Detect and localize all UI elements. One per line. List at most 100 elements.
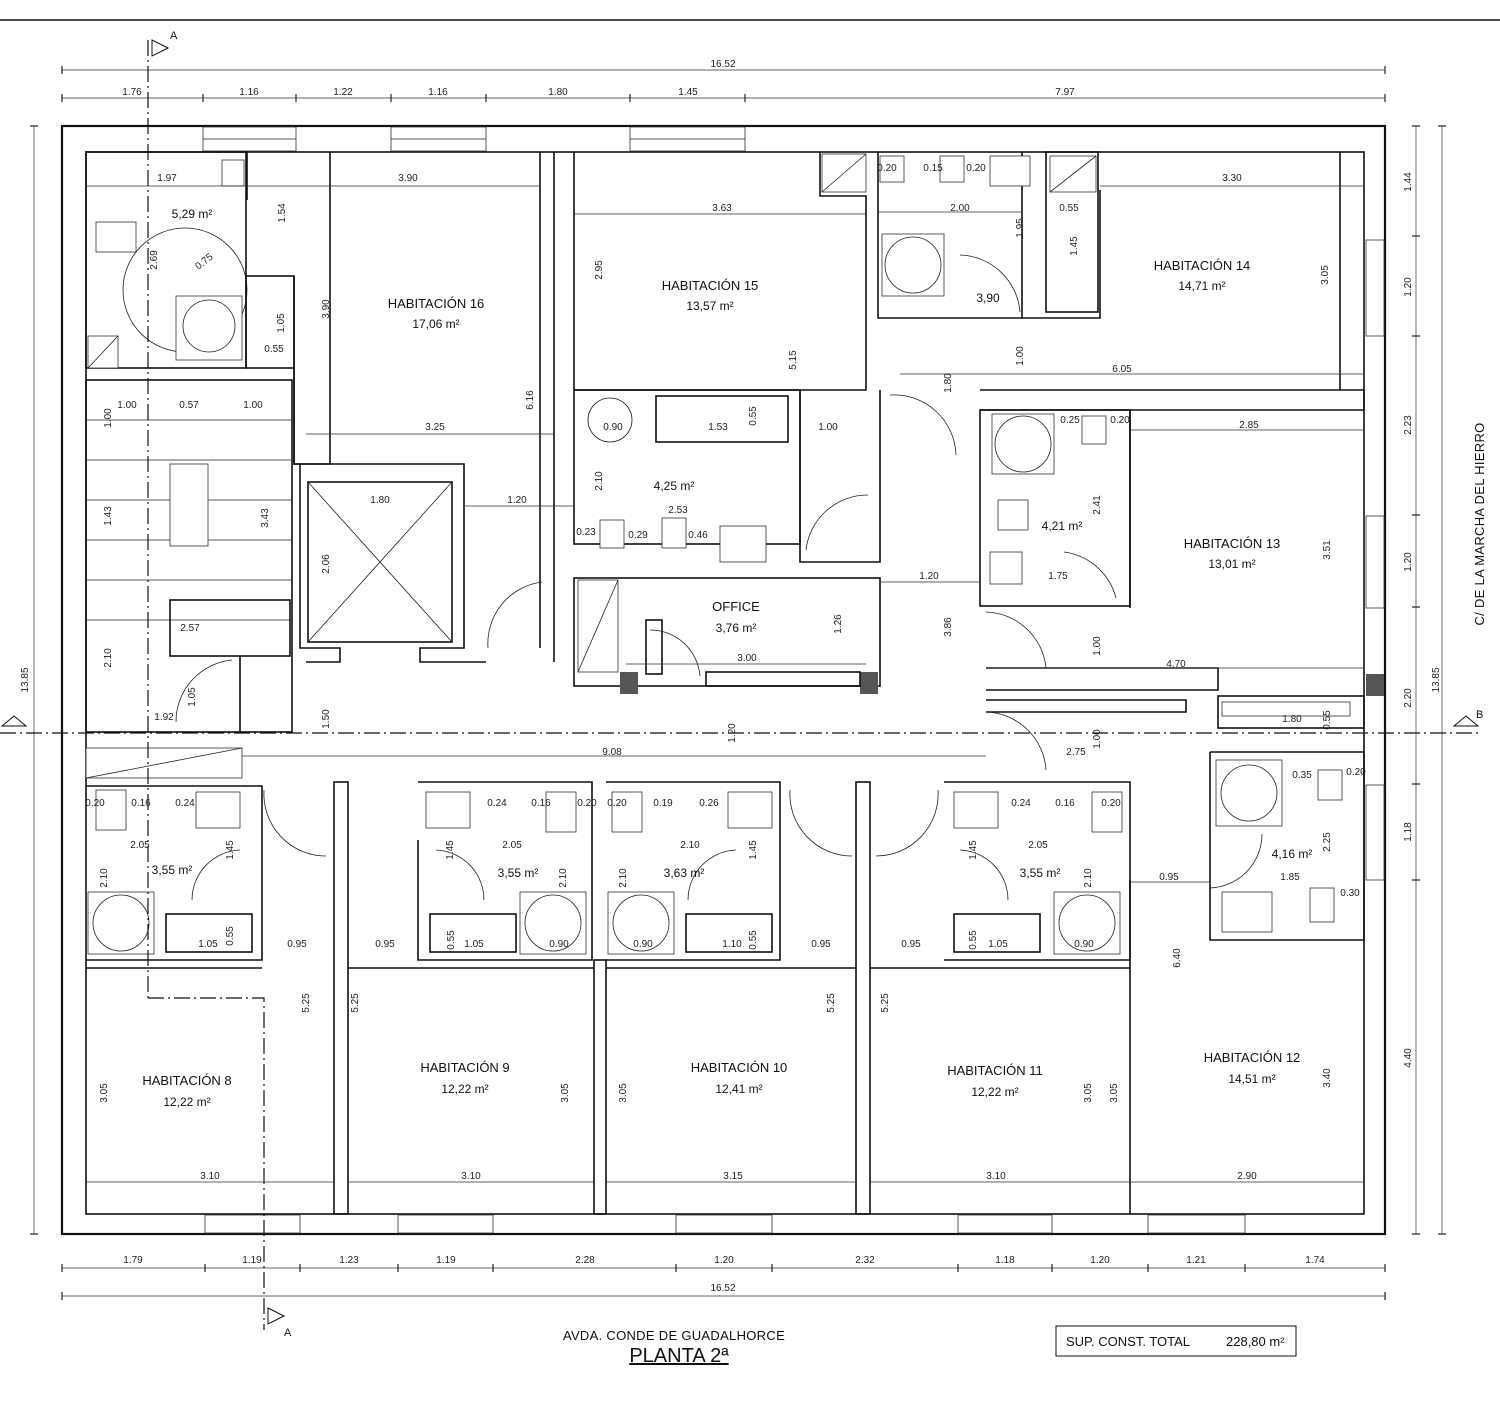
- dim-inner: 1.20: [507, 495, 527, 506]
- dim-inner: 3.00: [737, 653, 757, 664]
- dim-inner: 1.05: [187, 687, 198, 707]
- dim-inner: 2.57: [180, 623, 200, 634]
- dim-inner: 0.20: [85, 798, 105, 809]
- dim-inner: 2.41: [1092, 495, 1103, 515]
- zone-hab16: [85, 151, 555, 663]
- dim-inner: 0.16: [131, 798, 151, 809]
- dim-inner: 0.24: [487, 798, 507, 809]
- dim-inner: 1.95: [1015, 218, 1026, 238]
- dim-top-5: 1.80: [548, 87, 568, 98]
- dim-inner: 5.15: [788, 350, 799, 370]
- summary-box: SUP. CONST. TOTAL 228,80 m²: [1055, 1325, 1297, 1357]
- dim-top-3: 1.22: [333, 87, 353, 98]
- dim-inner: 1.53: [708, 422, 728, 433]
- dim-inner: 1.54: [277, 203, 288, 223]
- dim-inner: 1.43: [103, 506, 114, 526]
- dim-bottom-1: 1.79: [123, 1255, 143, 1266]
- hab15-name: HABITACIÓN 15: [662, 278, 759, 293]
- dim-inner: 0.55: [748, 930, 759, 950]
- dim-inner: 0.95: [1159, 872, 1179, 883]
- dim-top-total: 16.52: [710, 59, 735, 70]
- dim-inner: 3.90: [398, 173, 418, 184]
- dim-inner: 1.26: [833, 614, 844, 634]
- summary-value: 228,80 m²: [1226, 1334, 1285, 1349]
- hab14-name: HABITACIÓN 14: [1154, 258, 1251, 273]
- room-labels: HABITACIÓN 16 17,06 m² HABITACIÓN 15 13,…: [142, 207, 1312, 1109]
- section-label-a-bottom: A: [284, 1327, 292, 1339]
- dim-inner: 1.45: [968, 840, 979, 860]
- right-dimensions: 1.44 1.20 2.23 1.20 2.20 1.18 4.40 13.85: [1403, 125, 1446, 1235]
- hab8-area: 12,22 m²: [163, 1095, 210, 1109]
- zone-hab13: [979, 409, 1219, 713]
- bath9-area: 3,55 m²: [498, 866, 539, 880]
- dim-inner: 1.05: [276, 313, 287, 333]
- dim-inner: 1.05: [464, 939, 484, 950]
- dim-inner: 0.95: [375, 939, 395, 950]
- office-name: OFFICE: [712, 599, 760, 614]
- dim-bottom-9: 1.20: [1090, 1255, 1110, 1266]
- dim-inner: 2.00: [950, 203, 970, 214]
- dim-inner: 0.95: [287, 939, 307, 950]
- dim-inner: 6.40: [1172, 948, 1183, 968]
- bath11-area: 3,55 m²: [1020, 866, 1061, 880]
- hab10-name: HABITACIÓN 10: [691, 1060, 788, 1075]
- dim-inner: 1.20: [919, 571, 939, 582]
- dim-inner: 0.90: [1074, 939, 1094, 950]
- dim-inner: 2.69: [149, 250, 160, 270]
- dim-inner: 1.00: [1092, 636, 1103, 656]
- street-right-label: C/ DE LA MARCHA DEL HIERRO: [1472, 422, 1487, 625]
- dim-inner: 5.25: [350, 993, 361, 1013]
- dim-inner: 0.55: [1059, 203, 1079, 214]
- dim-inner: 1.00: [243, 400, 263, 411]
- dim-inner: 0.55: [748, 406, 759, 426]
- dim-inner: 0.57: [179, 400, 199, 411]
- dim-inner: 3.05: [1083, 1083, 1094, 1103]
- summary-label: SUP. CONST. TOTAL: [1066, 1334, 1190, 1349]
- hab9-name: HABITACIÓN 9: [420, 1060, 509, 1075]
- dim-inner: 0.55: [264, 344, 284, 355]
- office-area: 3,76 m²: [716, 621, 757, 635]
- south-rooms: [86, 781, 1131, 1215]
- dim-bottom-3: 1.23: [339, 1255, 359, 1266]
- dim-inner: 2.10: [103, 648, 114, 668]
- hab15-area: 13,57 m²: [686, 299, 733, 313]
- dim-inner: 0.24: [175, 798, 195, 809]
- hab16-name: HABITACIÓN 16: [388, 296, 485, 311]
- dim-bottom-6: 1.20: [714, 1255, 734, 1266]
- dim-inner: 3.05: [560, 1083, 571, 1103]
- dim-inner: 4.70: [1166, 659, 1186, 670]
- drawing-title: PLANTA 2ª: [629, 1345, 729, 1367]
- dim-inner: 1.80: [370, 495, 390, 506]
- dim-inner: 2.85: [1239, 420, 1259, 431]
- dim-top-1: 1.76: [122, 87, 142, 98]
- dim-inner: 0.29: [628, 530, 648, 541]
- dim-inner: 1.92: [154, 712, 174, 723]
- dim-inner: 3.10: [200, 1171, 220, 1182]
- hab11-area: 12,22 m²: [971, 1085, 1018, 1099]
- dim-inner: 0.95: [901, 939, 921, 950]
- dim-inner: 2.10: [594, 471, 605, 491]
- dim-right-total: 13.85: [1431, 667, 1442, 692]
- left-dimension: 13.85: [20, 125, 38, 1235]
- hab11-name: HABITACIÓN 11: [947, 1063, 1043, 1078]
- dim-inner: 6.16: [525, 390, 536, 410]
- dim-inner: 1.00: [818, 422, 838, 433]
- dim-inner: 3.05: [618, 1083, 629, 1103]
- dim-inner: 2.05: [502, 840, 522, 851]
- dim-bottom-2: 1.19: [242, 1255, 262, 1266]
- dim-inner: 0.75: [193, 251, 215, 272]
- bottom-dimensions: 1.79 1.19 1.23 1.19 2.28 1.20 2.32 1.18 …: [61, 1255, 1386, 1300]
- hab12-area: 14,51 m²: [1228, 1072, 1275, 1086]
- dim-inner: 1.97: [157, 173, 177, 184]
- dim-bottom-8: 1.18: [995, 1255, 1015, 1266]
- dim-bottom-7: 2.32: [855, 1255, 875, 1266]
- hab8-name: HABITACIÓN 8: [142, 1073, 231, 1088]
- bath16-area: 5,29 m²: [172, 207, 213, 221]
- dim-inner: 2.25: [1322, 832, 1333, 852]
- staircase: [85, 379, 293, 779]
- hab13-area: 13,01 m²: [1208, 557, 1255, 571]
- bath13-area: 4,21 m²: [1042, 519, 1083, 533]
- dim-inner: 0.55: [1322, 710, 1333, 730]
- dim-inner: 0.23: [576, 527, 596, 538]
